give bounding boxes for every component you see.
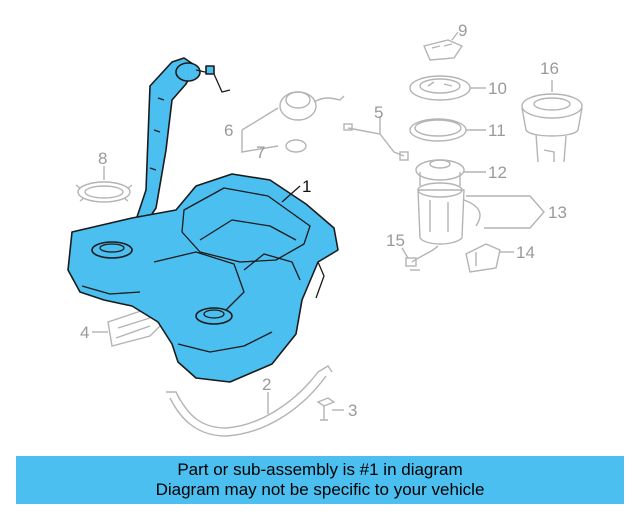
callout-3: 3 <box>348 401 357 420</box>
part-13-pump-assembly[interactable] <box>417 182 481 245</box>
callout-2: 2 <box>262 375 271 394</box>
part-16-sender-unit[interactable] <box>521 93 583 163</box>
leader-15 <box>401 247 409 259</box>
part-6-fuel-cap[interactable] <box>279 91 345 121</box>
part-9-connector[interactable] <box>423 39 464 61</box>
callout-15: 15 <box>386 231 405 250</box>
part-3-bolt[interactable] <box>316 397 336 421</box>
callout-16: 16 <box>540 59 559 78</box>
banner-line-1: Part or sub-assembly is #1 in diagram <box>177 460 463 479</box>
callout-11: 11 <box>488 121 506 140</box>
callout-8: 8 <box>98 149 107 168</box>
part-2-tank-strap[interactable] <box>166 365 333 437</box>
callout-5: 5 <box>374 103 383 122</box>
part-11-seal[interactable] <box>409 118 467 142</box>
part-7-o-ring[interactable] <box>285 139 307 153</box>
callout-13: 13 <box>548 203 567 222</box>
callout-12: 12 <box>488 163 507 182</box>
leader-6-7 <box>241 107 279 153</box>
callout-6: 6 <box>224 121 233 140</box>
part-14-bracket[interactable] <box>465 243 501 273</box>
info-banner: Part or sub-assembly is #1 in diagram Di… <box>16 456 624 504</box>
part-10-lock-ring-cover[interactable] <box>409 75 471 101</box>
callout-14: 14 <box>516 243 535 262</box>
callout-7: 7 <box>256 143 265 162</box>
callout-1: 1 <box>302 177 311 196</box>
part-5-sensor[interactable] <box>343 123 409 161</box>
part-12-pump-flange[interactable] <box>415 159 465 186</box>
banner-line-2: Diagram may not be specific to your vehi… <box>155 480 485 499</box>
parts-diagram: 1 2 3 4 5 6 7 8 9 10 11 12 13 14 15 16 <box>67 21 583 437</box>
part-15-wire-harness[interactable] <box>405 245 439 271</box>
callout-4: 4 <box>80 323 89 342</box>
leader-13 <box>466 195 545 229</box>
part-1-fuel-tank[interactable] <box>67 57 339 383</box>
part-8-seal-ring[interactable] <box>75 181 133 203</box>
callout-10: 10 <box>488 79 507 98</box>
leader-9 <box>451 31 459 41</box>
leader-1 <box>281 185 301 203</box>
callout-9: 9 <box>458 21 467 40</box>
